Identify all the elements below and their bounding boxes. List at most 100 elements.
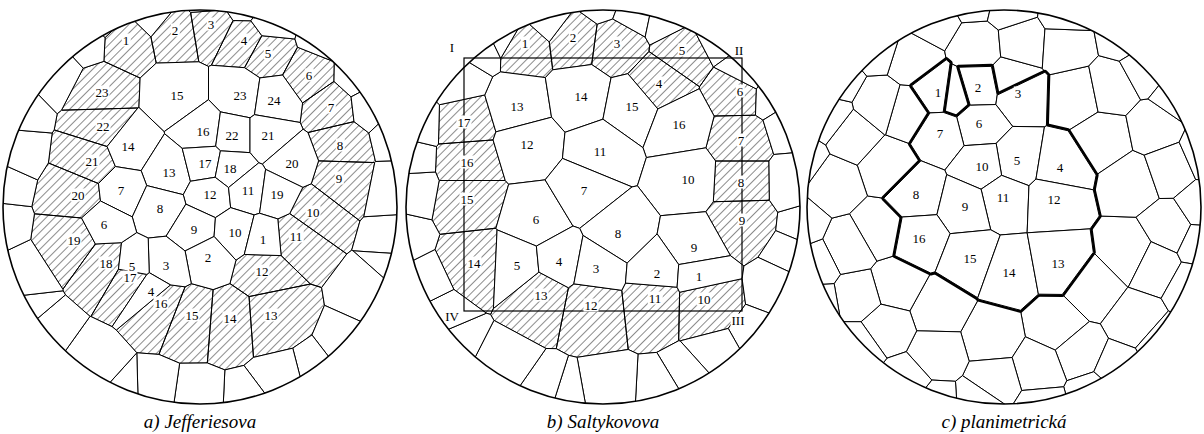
grain-number: 2 xyxy=(204,251,213,264)
panel-caption: a) Jefferiesova xyxy=(144,412,256,431)
grain-number: 3 xyxy=(1014,87,1023,100)
grain-number: 19 xyxy=(270,188,285,201)
grain-cell xyxy=(333,0,492,42)
grain-cell xyxy=(1179,118,1204,181)
grain-cell xyxy=(755,57,801,120)
grain-number: 2 xyxy=(974,81,983,94)
grain-cell xyxy=(778,0,873,104)
grain-cell xyxy=(734,166,782,241)
grain-number: 7 xyxy=(580,184,589,197)
grain-number: 7 xyxy=(737,134,746,147)
grain-cell xyxy=(959,66,997,105)
grain-number: 13 xyxy=(534,289,549,302)
grain-number: 18 xyxy=(223,162,238,175)
grain-number: 23 xyxy=(233,89,248,102)
grain-cell xyxy=(244,213,281,255)
grain-number: 6 xyxy=(532,213,541,226)
grain-cell xyxy=(493,230,538,309)
grain-cell xyxy=(1203,66,1204,159)
grain-number: 5 xyxy=(1013,154,1022,167)
quadrant-mark: I xyxy=(449,41,455,54)
grain-cell xyxy=(21,36,83,113)
grain-number: 4 xyxy=(147,285,156,298)
grain-cell xyxy=(182,146,220,181)
grain-number: 16 xyxy=(912,232,927,245)
grain-cell xyxy=(1120,375,1204,434)
grain-number: 8 xyxy=(912,188,921,201)
grain-number: 12 xyxy=(203,188,218,201)
quadrant-mark: IV xyxy=(444,310,460,323)
grain-number: 1 xyxy=(934,86,943,99)
grain-cell xyxy=(912,60,951,113)
grain-number: 24 xyxy=(267,94,282,107)
grain-number: 15 xyxy=(963,252,978,265)
quadrant-mark: II xyxy=(734,44,745,57)
grain-number: 10 xyxy=(975,160,990,173)
grain-cell xyxy=(1173,0,1204,87)
grain-number: 7 xyxy=(117,184,126,197)
grain-cell xyxy=(734,325,841,434)
grain-number: 7 xyxy=(936,127,945,140)
grain-number: 10 xyxy=(697,293,712,306)
grain-number: 12 xyxy=(520,138,535,151)
grain-number: 8 xyxy=(336,139,345,152)
grain-number: 14 xyxy=(223,312,238,325)
grain-cell xyxy=(306,0,470,36)
grain-cell xyxy=(333,249,397,348)
grain-number: 15 xyxy=(460,193,475,206)
grain-number: 12 xyxy=(1047,193,1062,206)
grain-cell xyxy=(734,85,795,176)
grain-cell xyxy=(708,384,866,434)
grain-number: 21 xyxy=(85,155,100,168)
grain-number: 2 xyxy=(569,31,578,44)
grain-number: 13 xyxy=(162,166,177,179)
grain-cell xyxy=(0,369,83,434)
grain-number: 6 xyxy=(100,218,109,231)
grain-cell xyxy=(987,0,1043,30)
grain-cell xyxy=(1012,337,1067,391)
grain-number: 21 xyxy=(261,129,276,142)
grain-number: 9 xyxy=(190,223,199,236)
grain-cell xyxy=(392,249,454,317)
grain-cell xyxy=(76,0,129,37)
grain-number: 16 xyxy=(672,118,687,131)
panel-caption: b) Saltykovova xyxy=(547,412,659,431)
grain-cell xyxy=(1170,324,1204,434)
group-boundary xyxy=(912,60,951,113)
field-circle xyxy=(3,10,397,404)
group-boundary xyxy=(1036,126,1096,190)
grain-cell xyxy=(643,89,714,158)
grain-cell xyxy=(565,432,656,434)
grain-cell xyxy=(801,35,867,102)
grain-number: 11 xyxy=(648,292,663,305)
grain-number: 8 xyxy=(737,176,746,189)
grain-number: 8 xyxy=(614,227,623,240)
grain-cell xyxy=(1037,0,1148,4)
grain-number: 9 xyxy=(738,214,747,227)
quadrant-mark: III xyxy=(731,314,746,327)
grain-cell xyxy=(333,156,381,251)
counting-square xyxy=(464,58,742,311)
grain-number: 4 xyxy=(655,77,664,90)
grain-cell xyxy=(1027,179,1099,233)
grain-number: 20 xyxy=(71,189,86,202)
grain-number: 13 xyxy=(510,100,525,113)
grain-number: 17 xyxy=(457,116,472,129)
grain-cell xyxy=(691,0,753,67)
grain-number: 19 xyxy=(67,234,82,247)
grain-number: 15 xyxy=(170,89,185,102)
grain-cell xyxy=(126,0,180,37)
grain-number: 5 xyxy=(513,259,522,272)
grain-cell xyxy=(355,375,489,434)
grain-cell xyxy=(1027,229,1093,295)
grain-field xyxy=(333,0,873,434)
grain-cell xyxy=(1148,61,1204,126)
grain-cell xyxy=(0,327,27,434)
grain-number: 3 xyxy=(162,259,171,272)
grain-cell xyxy=(677,256,744,293)
grain-cell xyxy=(884,161,947,217)
grain-cell xyxy=(574,235,627,290)
panel-caption: c) planimetrická xyxy=(941,412,1066,431)
grain-cell xyxy=(758,0,903,29)
grain-number: 16 xyxy=(460,156,475,169)
